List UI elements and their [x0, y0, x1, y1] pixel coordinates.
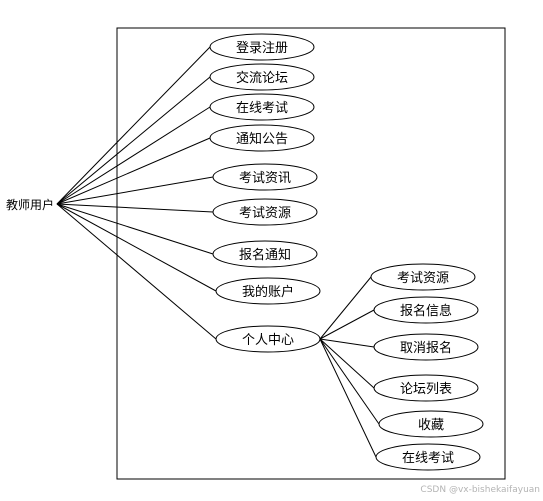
use-case-my-account-label: 我的账户	[242, 284, 294, 300]
actor-teacher-user: 教师用户	[6, 197, 54, 212]
use-case-pc-registration-info-label: 报名信息	[400, 303, 452, 319]
association-actor-personal-center	[56, 203, 217, 340]
use-case-exam-label: 在线考试	[236, 101, 288, 116]
use-case-notice-ellipse	[209, 124, 315, 152]
association-personal-center-pc-registration-info	[319, 309, 375, 340]
use-case-pc-favorites-ellipse	[378, 410, 484, 438]
association-actor-exam-news	[56, 176, 214, 205]
use-case-forum-ellipse	[209, 63, 315, 91]
association-actor-exam-resources	[56, 203, 214, 213]
use-case-exam-news-ellipse	[212, 163, 318, 191]
use-case-exam-resources-ellipse	[212, 198, 318, 226]
use-case-pc-exam-resources: 考试资源	[370, 263, 476, 291]
use-case-exam-resources: 考试资源	[212, 198, 318, 226]
use-case-pc-registration-info: 报名信息	[373, 296, 479, 324]
use-case-exam-resources-label: 考试资源	[239, 206, 291, 221]
association-personal-center-pc-cancel-registration	[319, 338, 375, 348]
association-actor-my-account	[56, 203, 217, 292]
use-case-notice: 通知公告	[209, 124, 315, 152]
association-personal-center-pc-favorites	[319, 338, 380, 425]
use-case-pc-forum-list: 论坛列表	[373, 374, 479, 402]
use-case-exam-news: 考试资讯	[212, 163, 318, 191]
association-actor-registration-notice	[56, 203, 214, 255]
association-actor-exam	[56, 106, 211, 205]
use-case-my-account: 我的账户	[215, 277, 321, 305]
use-case-pc-online-exam-label: 在线考试	[402, 451, 454, 466]
association-actor-forum	[56, 76, 211, 205]
association-actor-notice	[56, 137, 211, 205]
association-personal-center-pc-online-exam	[319, 338, 377, 458]
association-personal-center-pc-exam-resources	[319, 276, 372, 340]
use-case-registration-notice-label: 报名通知	[239, 247, 291, 263]
use-case-my-account-ellipse	[215, 277, 321, 305]
use-case-pc-favorites: 收藏	[378, 410, 484, 438]
use-case-exam-ellipse	[209, 93, 315, 121]
use-case-forum-label: 交流论坛	[236, 70, 288, 86]
use-cases: 登录注册交流论坛在线考试通知公告考试资讯考试资源报名通知我的账户个人中心考试资源…	[209, 33, 484, 471]
use-case-pc-exam-resources-ellipse	[370, 263, 476, 291]
use-case-forum: 交流论坛	[209, 63, 315, 91]
use-case-pc-favorites-label: 收藏	[418, 418, 444, 433]
use-case-pc-online-exam: 在线考试	[375, 443, 481, 471]
use-case-pc-online-exam-ellipse	[375, 443, 481, 471]
use-case-pc-forum-list-ellipse	[373, 374, 479, 402]
association-personal-center-pc-forum-list	[319, 338, 375, 389]
watermark: CSDN @vx-bishekaifayuan	[420, 485, 540, 495]
use-case-pc-cancel-registration-label: 取消报名	[400, 340, 452, 356]
use-case-pc-registration-info-ellipse	[373, 296, 479, 324]
use-case-login-ellipse	[209, 33, 315, 61]
use-case-personal-center-ellipse	[215, 325, 321, 353]
association-actor-login	[56, 46, 211, 205]
use-case-personal-center: 个人中心	[215, 325, 321, 353]
use-case-login-label: 登录注册	[236, 41, 288, 56]
use-case-exam: 在线考试	[209, 93, 315, 121]
use-case-registration-notice: 报名通知	[212, 240, 318, 268]
use-case-pc-exam-resources-label: 考试资源	[397, 271, 449, 286]
use-case-pc-forum-list-label: 论坛列表	[400, 382, 452, 397]
use-case-notice-label: 通知公告	[236, 131, 288, 147]
use-case-pc-cancel-registration-ellipse	[373, 333, 479, 361]
use-case-registration-notice-ellipse	[212, 240, 318, 268]
use-case-pc-cancel-registration: 取消报名	[373, 333, 479, 361]
use-case-login: 登录注册	[209, 33, 315, 61]
associations	[56, 46, 380, 458]
system-boundary	[116, 27, 506, 480]
use-case-exam-news-label: 考试资讯	[239, 171, 291, 186]
use-case-personal-center-label: 个人中心	[242, 333, 294, 348]
